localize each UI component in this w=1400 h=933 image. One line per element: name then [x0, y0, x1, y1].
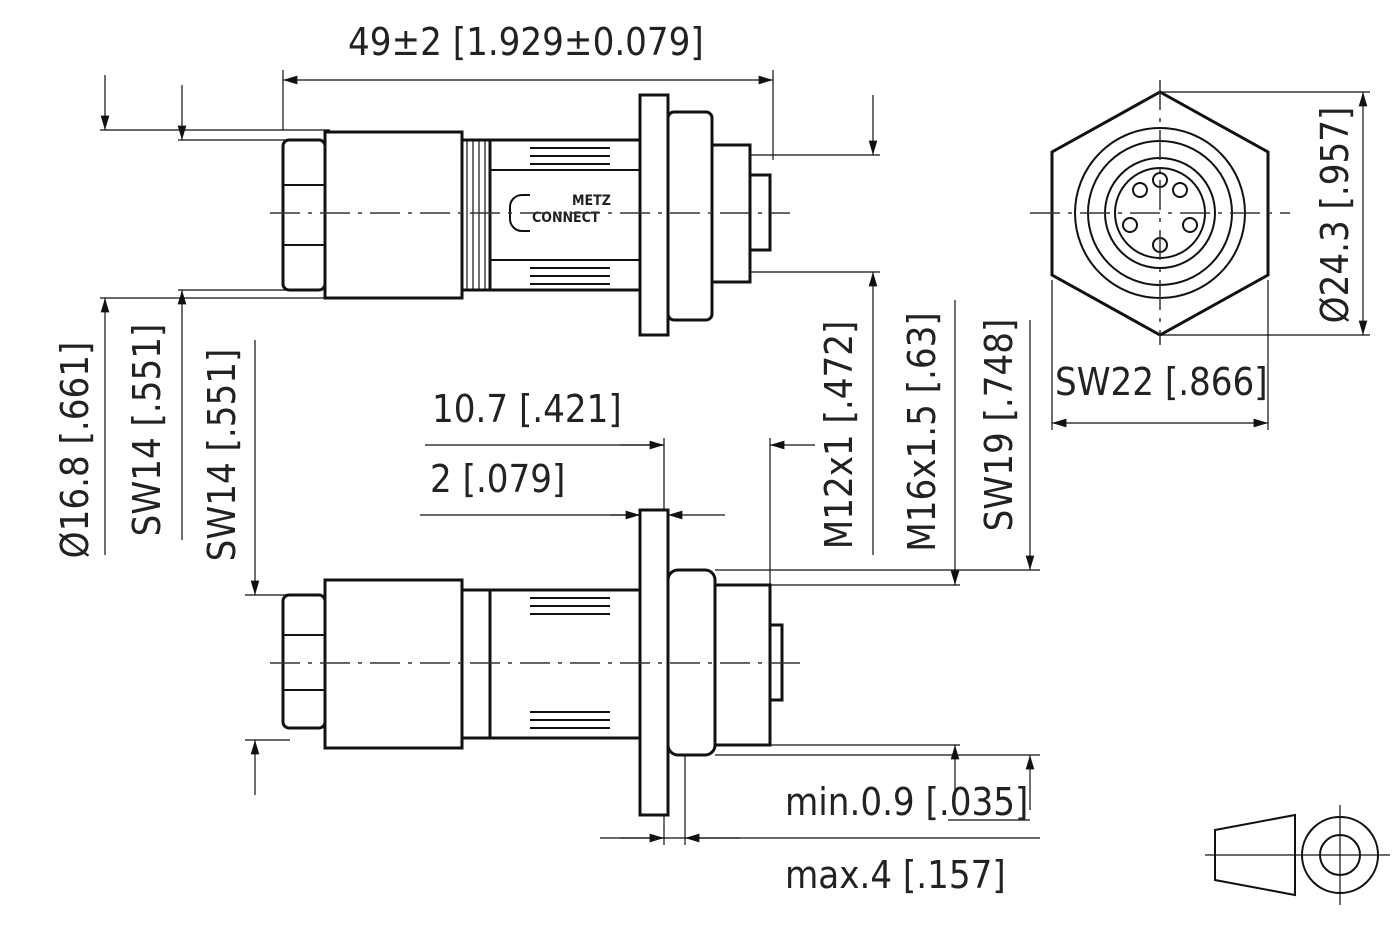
connector-front-view: [1030, 80, 1290, 345]
body-diameter-label: Ø16.8 [.661]: [53, 342, 97, 559]
overall-length-label: 49±2 [1.929±0.079]: [348, 20, 704, 64]
min-panel-label: min.0.9 [.035]: [785, 780, 1028, 824]
sw19-label: SW19 [.748]: [977, 319, 1021, 532]
length-10-7-label: 10.7 [.421]: [432, 387, 622, 431]
logo-metz: METZ: [572, 193, 611, 209]
m16-thread-label: M16x1.5 [.63]: [900, 312, 944, 551]
m12-thread-label: M12x1 [.472]: [817, 321, 861, 550]
max-panel-label: max.4 [.157]: [785, 853, 1006, 897]
sw14-top-label: SW14 [.551]: [125, 324, 169, 537]
projection-symbol: [1205, 805, 1390, 905]
flange-thickness-label: 2 [.079]: [430, 457, 565, 501]
logo-connect: CONNECT: [532, 210, 600, 226]
connector-side-view-bottom: [270, 508, 800, 817]
flange-diameter-label: Ø24.3 [.957]: [1313, 107, 1357, 324]
connector-side-view-top: METZ CONNECT: [270, 93, 790, 337]
sw14-bottom-label: SW14 [.551]: [200, 349, 244, 562]
sw22-label: SW22 [.866]: [1055, 360, 1268, 404]
